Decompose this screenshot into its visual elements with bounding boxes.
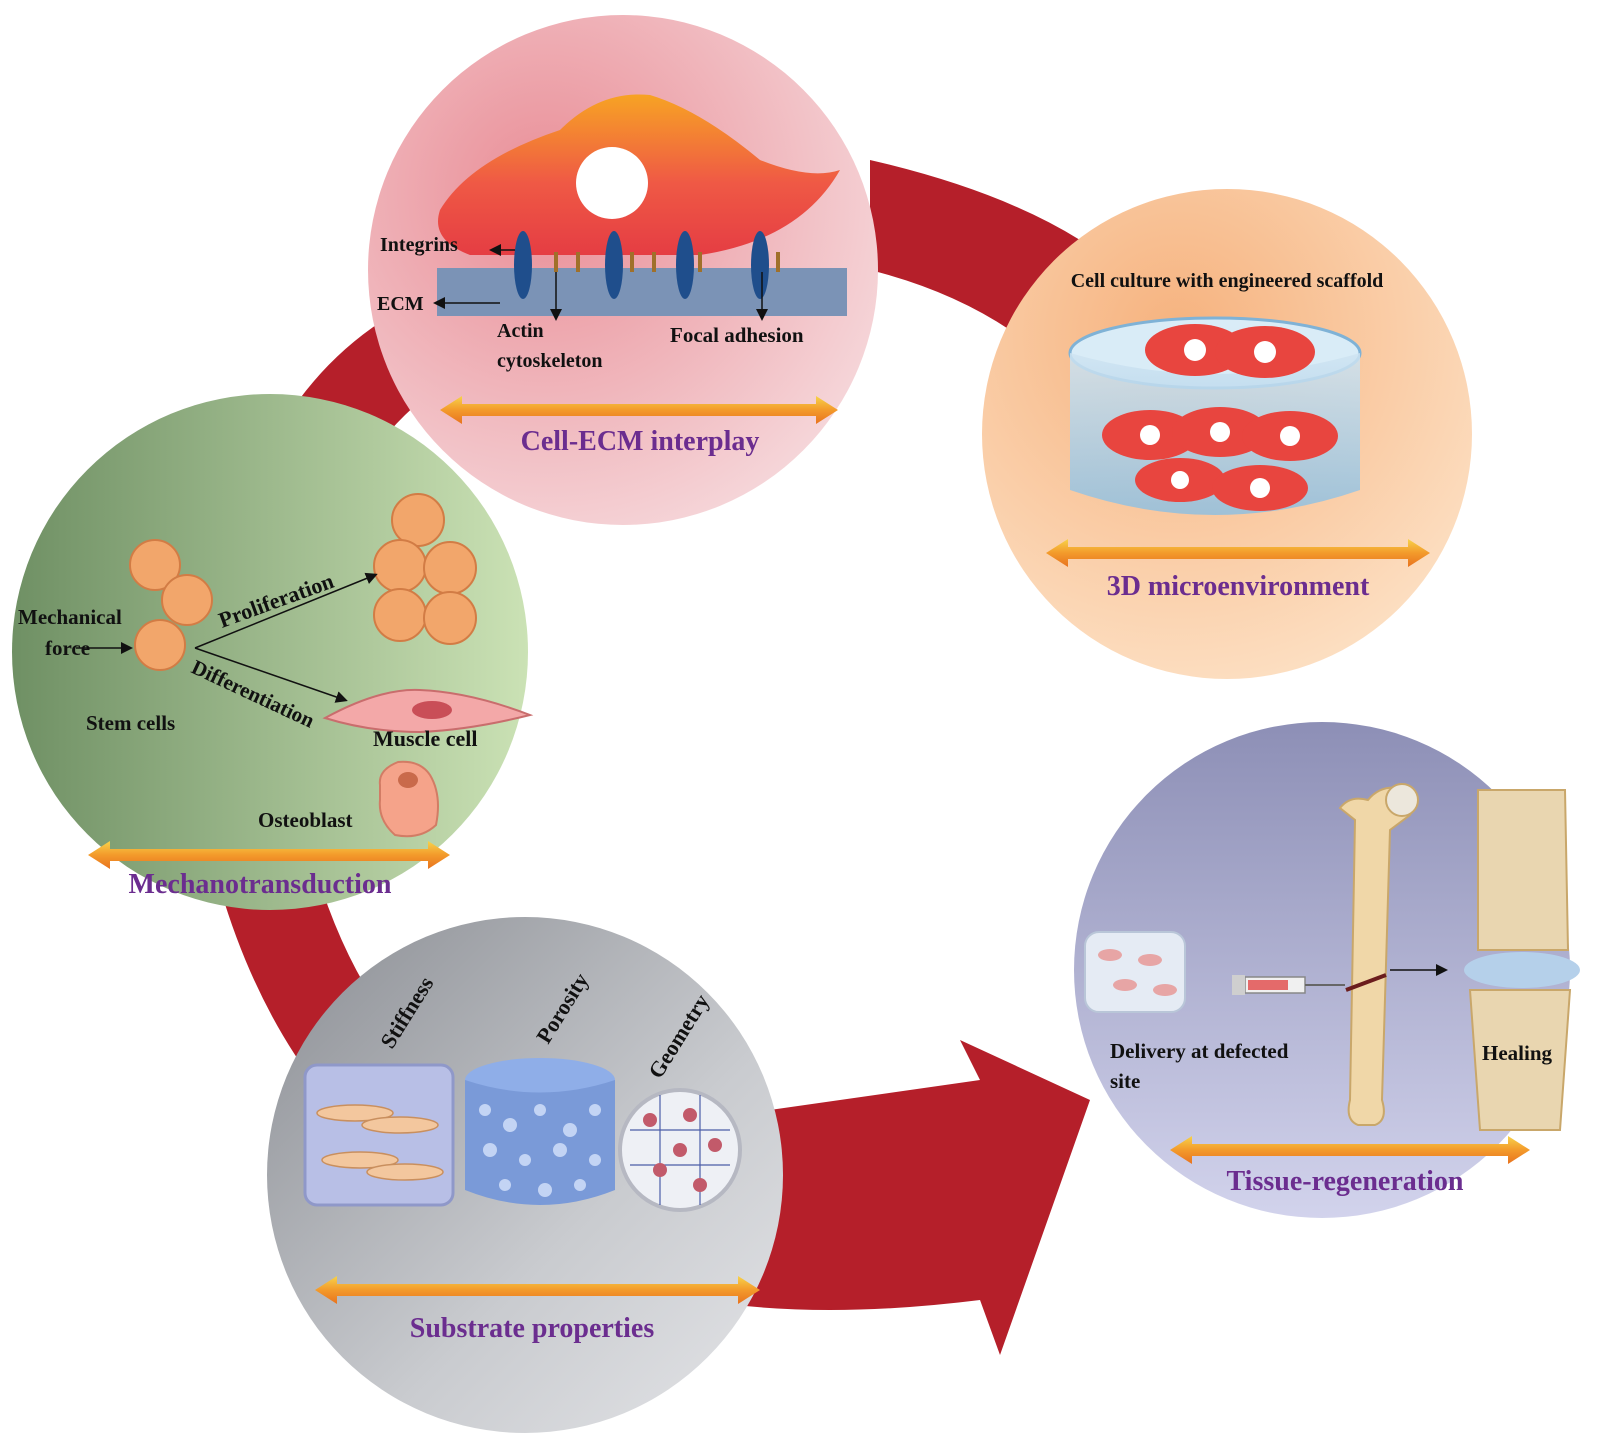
label-integrins: Integrins (380, 234, 458, 256)
integrin-icons (514, 231, 769, 299)
title-3d-microenvironment: 3D microenvironment (1107, 571, 1370, 602)
title-cell-ecm: Cell-ECM interplay (521, 426, 760, 457)
label-osteoblast: Osteoblast (258, 808, 353, 832)
panel-cell-ecm: Integrins ECM Actin cytoskeleton Focal a… (368, 15, 878, 525)
label-ecm: ECM (377, 293, 424, 315)
proliferated-cells (373, 493, 477, 645)
cycle-arrow (215, 160, 1090, 1355)
double-arrow (315, 1276, 760, 1304)
label-delivery-1: Delivery at defected (1110, 1039, 1289, 1063)
focal-adhesion-icons (554, 252, 780, 272)
label-cell-culture: Cell culture with engineered scaffold (1071, 270, 1384, 292)
cell-nucleus (576, 147, 648, 219)
panel-tissue-regeneration: Delivery at defected site Healing Tissue… (1074, 722, 1580, 1218)
syringe-icon (1232, 975, 1345, 995)
double-arrow (440, 396, 838, 424)
label-delivery-2: site (1110, 1069, 1140, 1093)
porosity-icon (465, 1080, 615, 1205)
label-muscle-cell: Muscle cell (373, 726, 477, 751)
osteoblast-icon (378, 760, 439, 838)
panel-substrate: Stiffness Porosity Geometry Substrate pr… (267, 917, 783, 1433)
ecm-layer (437, 268, 847, 316)
label-actin-1: Actin (497, 320, 544, 342)
label-healing: Healing (1482, 1041, 1553, 1065)
panel-3d-microenvironment: Cell culture with engineered scaffold 3D… (982, 189, 1472, 679)
title-mechanotransduction: Mechanotransduction (129, 869, 392, 900)
label-focal-adhesion: Focal adhesion (670, 323, 804, 347)
label-mechanical: Mechanical (18, 605, 122, 629)
title-tissue-regeneration: Tissue-regeneration (1227, 1166, 1464, 1197)
double-arrow (1170, 1136, 1530, 1164)
knee-joint-icon (1477, 789, 1570, 951)
scaffold-delivery-icon (1084, 931, 1186, 1013)
scaffold-nuclei (1140, 339, 1300, 498)
panel-mechanotransduction: Mechanical force Proliferation Different… (12, 394, 534, 910)
label-actin-2: cytoskeleton (497, 350, 603, 372)
stem-cell-cluster (129, 539, 213, 671)
title-substrate-properties: Substrate properties (410, 1313, 655, 1344)
label-stem-cells: Stem cells (86, 711, 175, 735)
double-arrow (1046, 539, 1430, 567)
stiffness-icon (303, 1063, 455, 1207)
double-arrow (88, 841, 450, 869)
